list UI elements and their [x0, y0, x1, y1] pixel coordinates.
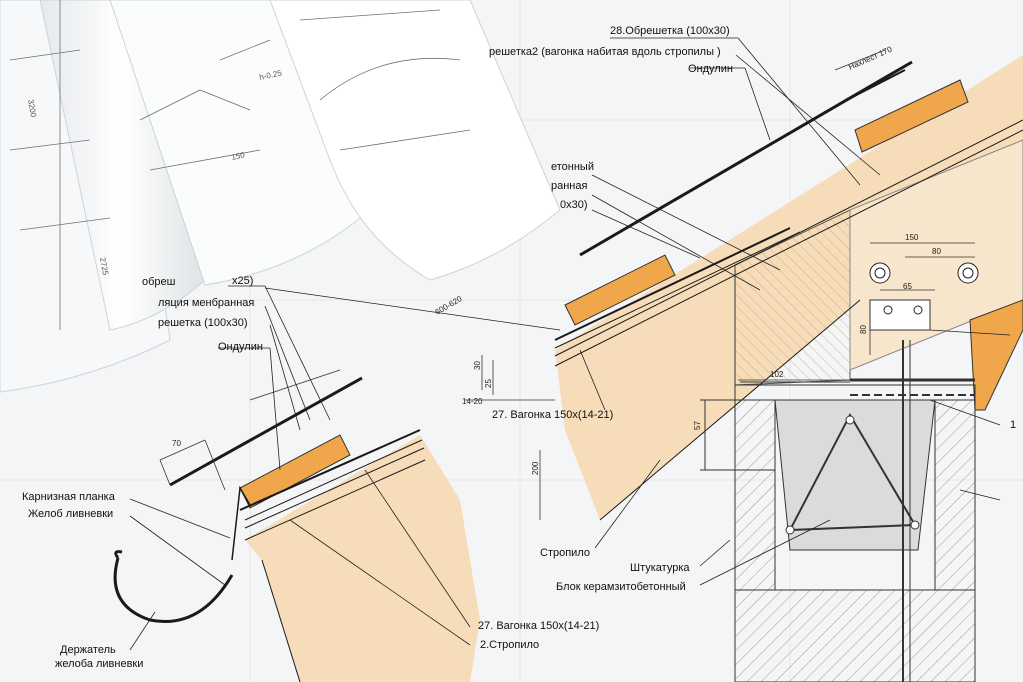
label-ondulin-top: Ондулин	[688, 63, 733, 75]
label-blok: Блок керамзитобетонный	[556, 581, 686, 593]
label-ondulin-left: Ондулин	[218, 341, 263, 353]
gutter-board-right	[969, 299, 1023, 411]
roll-dim-a: 3200	[26, 99, 38, 119]
label-stropilo-bottom: 2.Стропило	[480, 639, 539, 651]
wall-structure	[700, 270, 976, 682]
label-obreshetka-28: 28.Обрешетка (100х30)	[610, 25, 730, 37]
label-vagonka-bottom: 27. Вагонка 150х(14-21)	[478, 620, 599, 632]
label-obreshetka-partial: обреш	[142, 276, 176, 288]
dim-25: 25	[484, 379, 493, 388]
dim-57: 57	[693, 421, 702, 430]
rafter-fill-left	[245, 435, 480, 682]
dim-70: 70	[172, 439, 181, 448]
dim-lines-right	[465, 49, 975, 520]
dim-80-vertical: 80	[859, 325, 868, 334]
label-karniznaya: Карнизная планка	[22, 491, 116, 503]
dim-200: 200	[531, 461, 540, 475]
leader-lines-left	[129, 285, 471, 651]
label-shtukaturka: Штукатурка	[630, 562, 690, 574]
batten-right-2	[854, 79, 969, 153]
roll-dim-b: 2725	[98, 257, 110, 277]
label-100x30-b: 0х30)	[560, 199, 588, 211]
dim-80: 80	[932, 247, 941, 256]
label-obreshetka-2: решетка2 (вагонка набитая вдоль стропилы…	[489, 46, 721, 58]
label-derzhatel-1: Держатель	[60, 644, 116, 656]
roof-layers-right	[554, 60, 1023, 521]
label-vagonka-mid: 27. Вагонка 150х(14-21)	[492, 409, 613, 421]
roll-dim-150: 150	[231, 150, 246, 162]
label-stropilo-right: Стропило	[540, 547, 590, 559]
rolled-blueprints: 150 h-0.25 3200 2725	[0, 0, 561, 393]
label-ref-1: 1	[1010, 419, 1016, 431]
left-detail: 70 обреш х25) ляция менбранная решетка (…	[22, 275, 599, 682]
label-betonny: етонный	[551, 161, 594, 173]
dim-30: 30	[473, 361, 482, 370]
batten-right-1	[564, 254, 676, 326]
label-zhelob: Желоб ливневки	[28, 508, 113, 520]
dim-lines-left	[159, 369, 341, 491]
label-obreshetka-left: решетка (100х30)	[158, 317, 248, 329]
label-brannaya: ранная	[551, 180, 588, 192]
right-detail: Нахлест 170 150 80 65 80 102 57 600-620 …	[264, 25, 1023, 682]
dim-102: 102	[770, 370, 784, 379]
dim-nakhlest: Нахлест 170	[847, 44, 894, 71]
dim-14-20: 14-20	[462, 397, 483, 406]
label-derzhatel-2: желоба ливневки	[55, 658, 143, 670]
label-x25: х25)	[232, 275, 253, 287]
bolts	[869, 262, 979, 315]
leader-lines-right	[264, 37, 1011, 586]
batten-left	[239, 434, 351, 509]
dim-65: 65	[903, 282, 912, 291]
dim-600-620: 600-620	[434, 294, 464, 317]
label-izolyatsiya: ляция менбранная	[158, 297, 254, 309]
dim-150: 150	[905, 233, 919, 242]
